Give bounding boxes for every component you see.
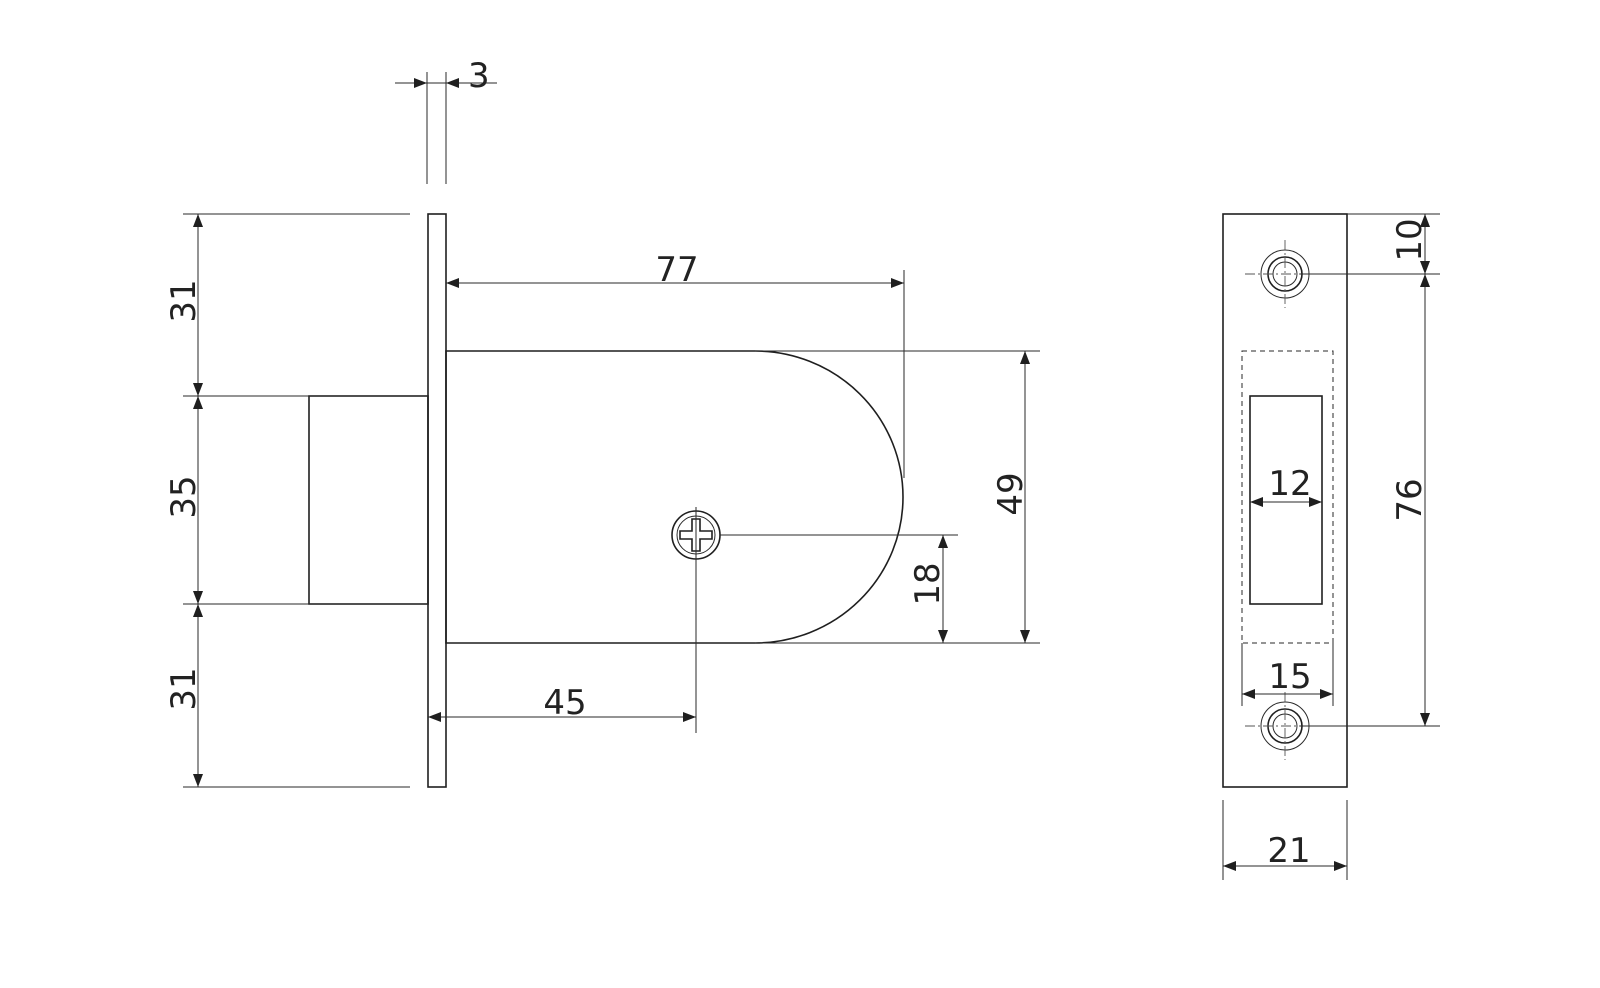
dim-top-offset bbox=[193, 214, 203, 396]
dim-box-width bbox=[1242, 689, 1333, 699]
dim-hole-offset bbox=[1420, 214, 1430, 274]
dim-faceplate-thickness bbox=[395, 78, 497, 88]
bolt-length-label: 77 bbox=[655, 250, 698, 290]
screw-height-label: 18 bbox=[908, 562, 948, 605]
dim-bolt-height bbox=[1020, 351, 1030, 643]
dim-bottom-offset bbox=[193, 604, 203, 787]
dim-backset bbox=[428, 712, 696, 722]
dim-screw-height bbox=[938, 535, 948, 643]
bolt bbox=[445, 350, 904, 644]
faceplate-thickness-label: 3 bbox=[468, 56, 490, 96]
dim-body-height bbox=[193, 396, 203, 604]
plate-width-label: 21 bbox=[1267, 831, 1310, 871]
body-height-label: 35 bbox=[164, 475, 204, 518]
bolt-height-label: 49 bbox=[991, 472, 1031, 515]
strike-plate-view: 10 76 12 15 21 bbox=[1222, 213, 1440, 880]
dim-hole-spacing bbox=[1420, 274, 1430, 726]
top-offset-label: 31 bbox=[164, 279, 204, 322]
strike-opening bbox=[1249, 395, 1323, 605]
opening-width-label: 12 bbox=[1268, 464, 1311, 504]
strike-plate bbox=[1222, 213, 1348, 788]
box-width-label: 15 bbox=[1268, 657, 1311, 697]
backset-label: 45 bbox=[543, 683, 586, 723]
dim-opening-width bbox=[1250, 497, 1322, 507]
strike-box bbox=[1241, 350, 1334, 644]
dim-plate-width bbox=[1223, 861, 1347, 871]
lock-body bbox=[308, 395, 429, 605]
faceplate bbox=[427, 213, 447, 788]
hole-spacing-label: 76 bbox=[1390, 478, 1430, 521]
bottom-offset-label: 31 bbox=[164, 667, 204, 710]
hole-offset-label: 10 bbox=[1390, 218, 1430, 261]
dim-bolt-length bbox=[446, 278, 904, 288]
side-view: 3 31 35 31 77 49 18 45 bbox=[164, 56, 1040, 788]
